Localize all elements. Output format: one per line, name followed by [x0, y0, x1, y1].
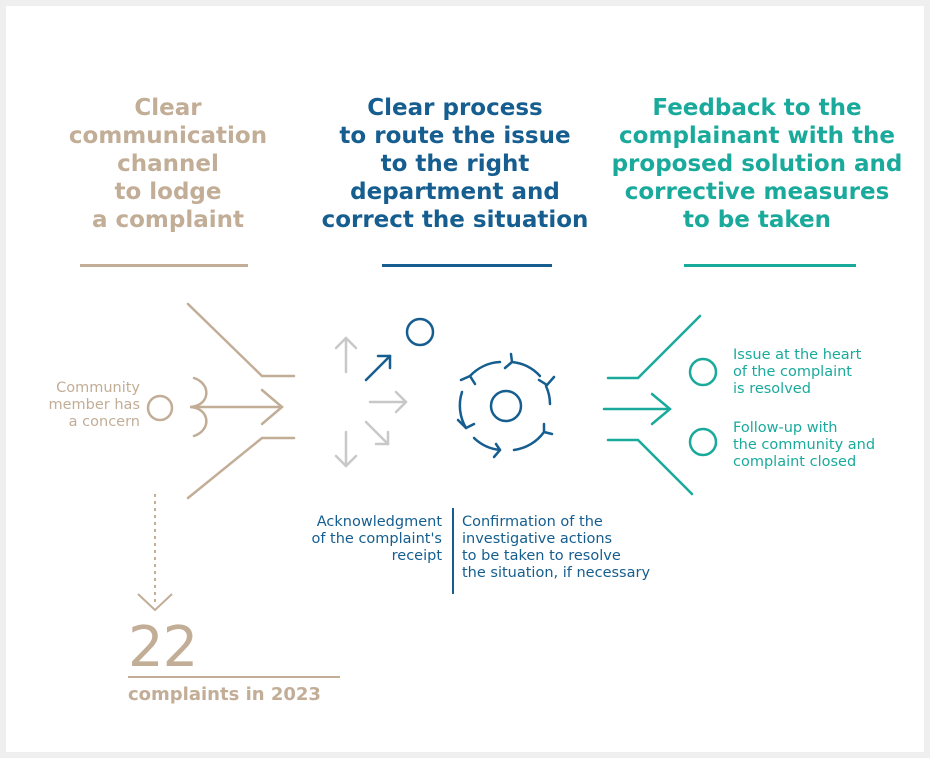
heading-feedback: Feedback to the complainant with the pro… — [611, 95, 903, 233]
community-circle-icon — [146, 394, 174, 422]
heading-rule-middle — [382, 264, 552, 267]
routing-arrows-icon — [334, 336, 408, 468]
cycle-arrows-icon — [456, 352, 556, 459]
heading-clear-process: Clear process to route the issue to the … — [321, 95, 589, 233]
outcome-resolved-label: Issue at the heart of the complaint is r… — [733, 347, 862, 397]
label-divider — [452, 508, 454, 594]
complaints-count: 22 — [128, 615, 198, 680]
confirmation-label: Confirmation of the investigative action… — [462, 514, 651, 581]
acknowledgment-label: Acknowledgment of the complaint's receip… — [311, 514, 442, 564]
community-label: Community member has a concern — [48, 380, 141, 430]
complaints-caption: complaints in 2023 — [128, 684, 321, 705]
complaints-rule — [128, 676, 340, 678]
dotted-down-arrow-icon — [137, 494, 173, 612]
heading-communication-channel: Clear communication channel to lodge a c… — [68, 95, 268, 233]
outcome-1-circle-icon — [688, 357, 718, 387]
funnel-in-icon — [186, 302, 296, 500]
routing-target-circle-icon — [405, 317, 435, 347]
heading-rule-right — [684, 264, 856, 267]
outcome-closed-label: Follow-up with the community and complai… — [733, 420, 876, 470]
heading-rule-left — [80, 264, 248, 267]
outcome-2-circle-icon — [688, 427, 718, 457]
funnel-out-icon — [602, 314, 702, 496]
